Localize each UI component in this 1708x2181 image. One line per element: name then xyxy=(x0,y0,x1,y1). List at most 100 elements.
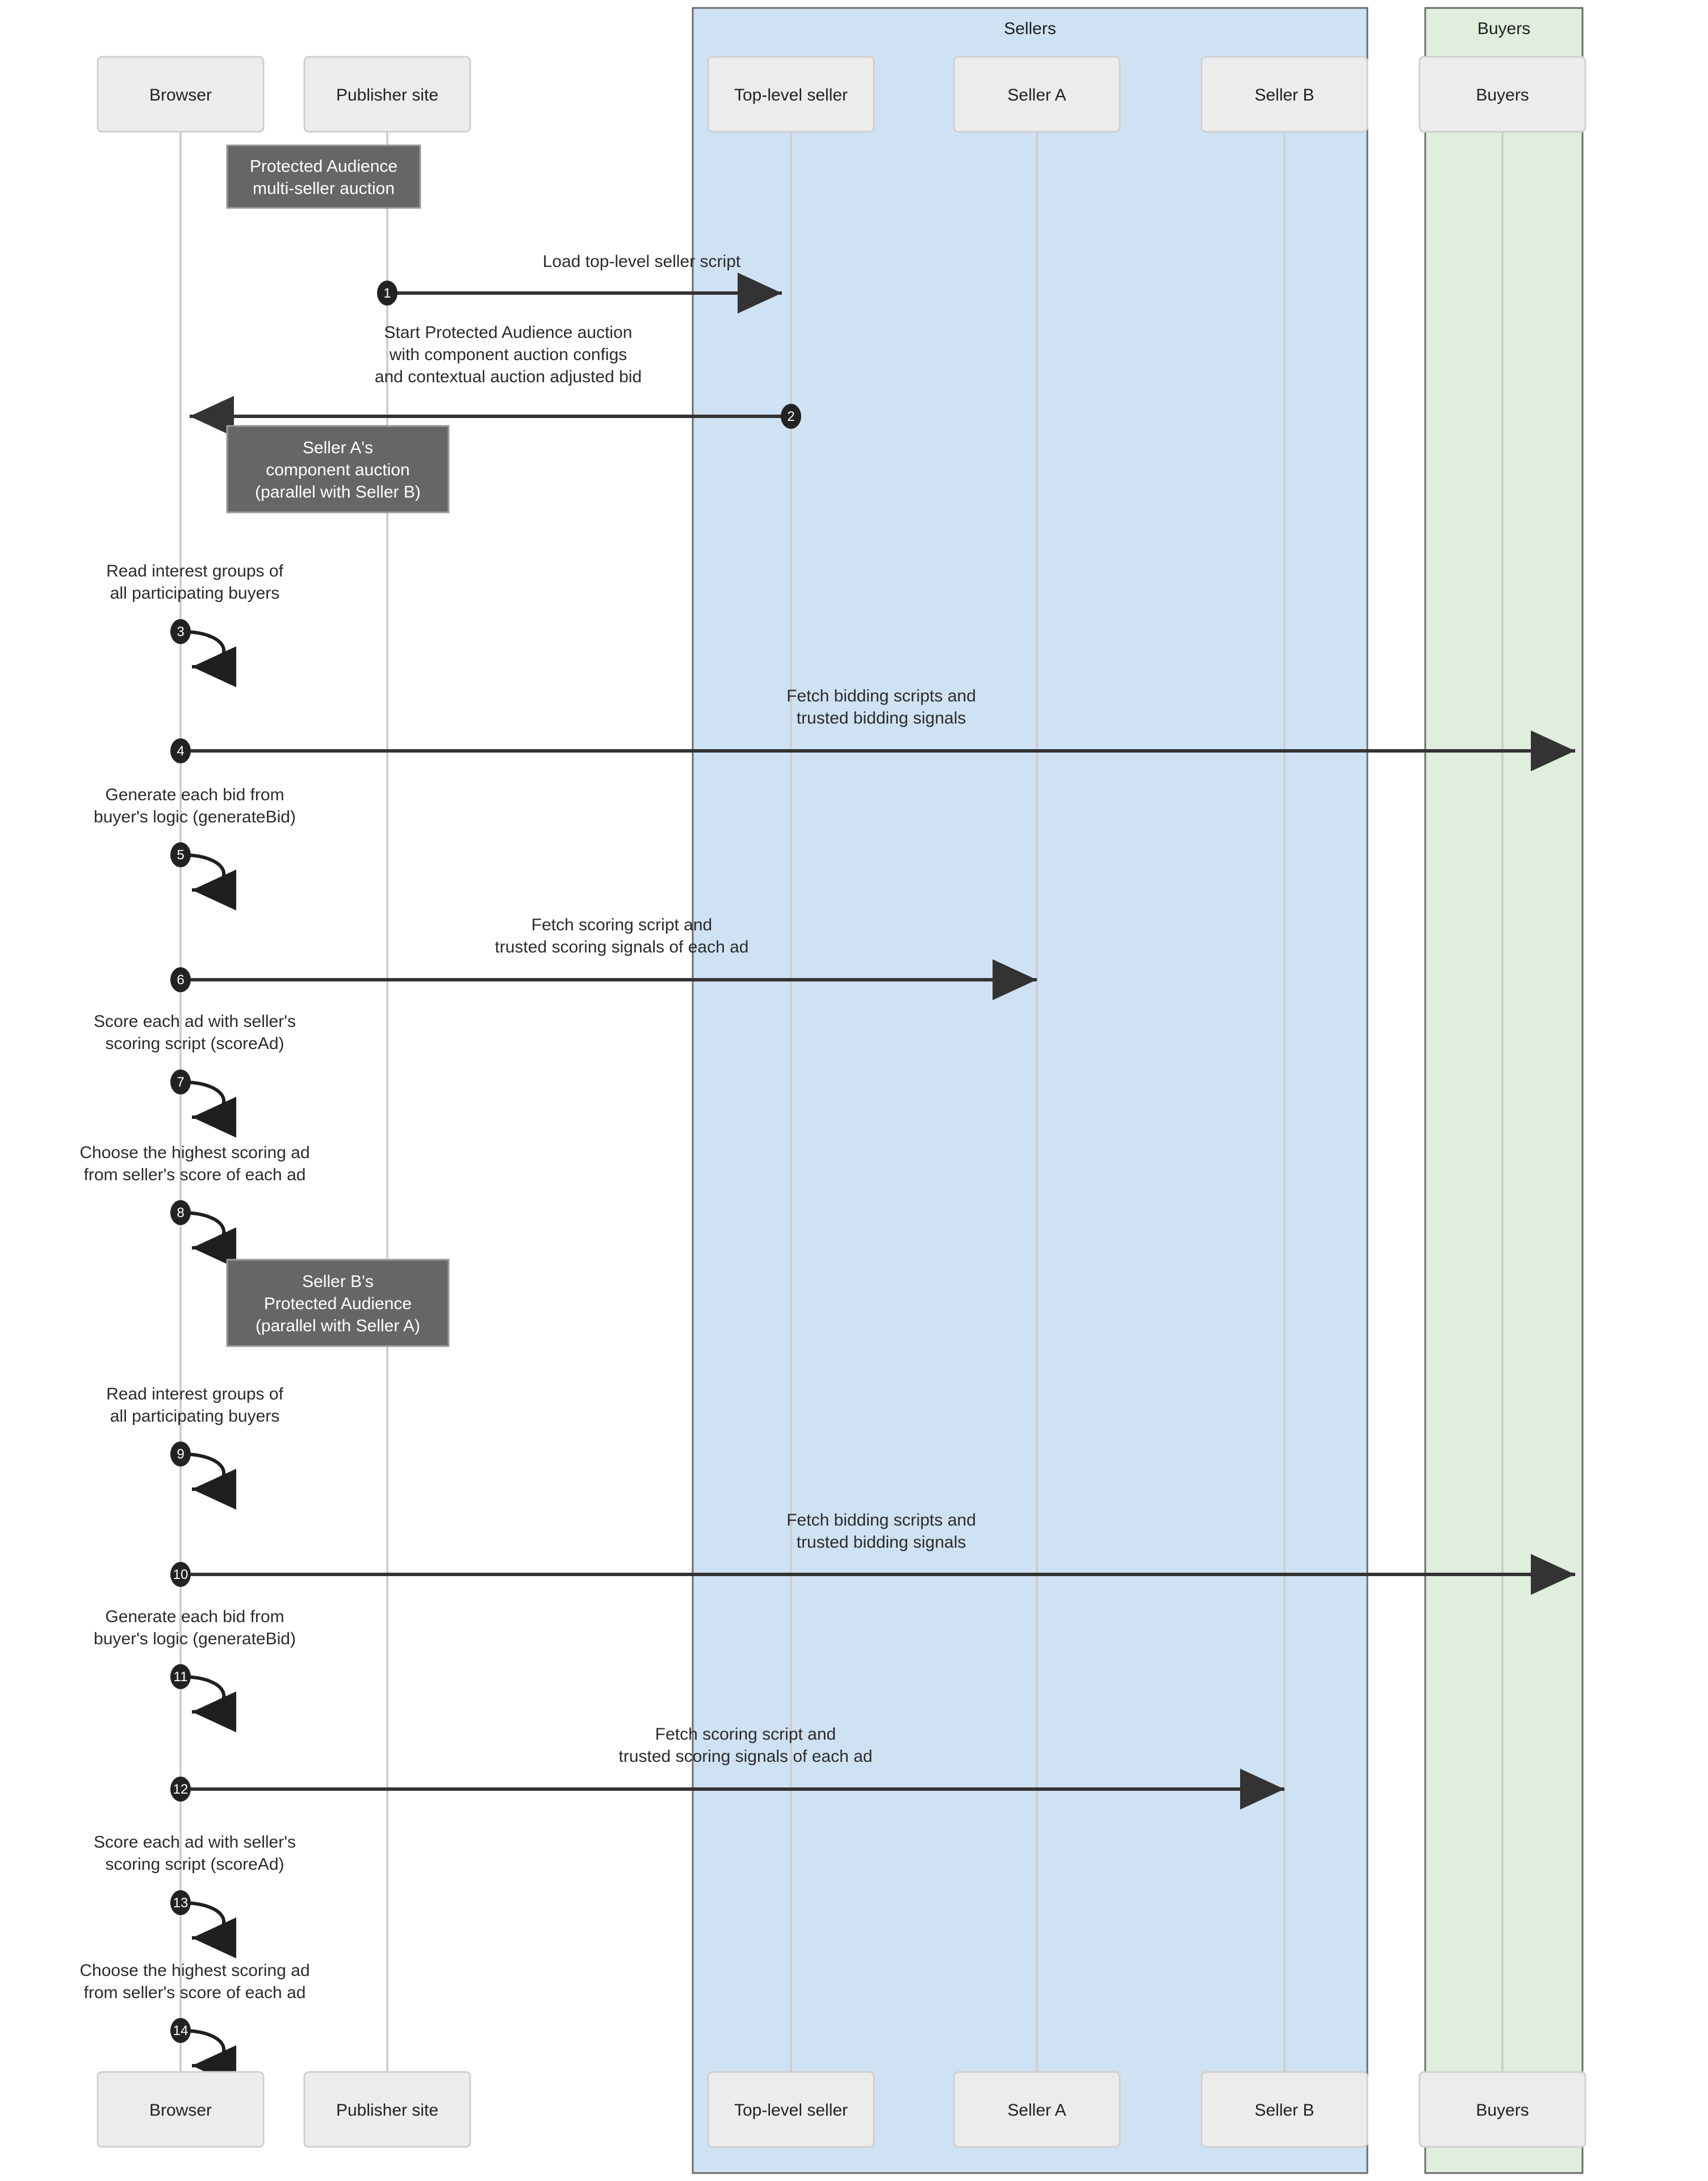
note-multiseller-auction-text: Protected Audience xyxy=(250,157,397,176)
note-seller-a-component-auction-box xyxy=(226,425,450,513)
sequence-number-3: 3 xyxy=(177,624,184,640)
message-14: Choose the highest scoring ad from seller… xyxy=(79,1961,310,2086)
actor-box-browser[interactable] xyxy=(97,56,265,133)
sequence-number-9: 9 xyxy=(177,1447,184,1462)
actor-label-seller-a: Seller A xyxy=(1007,86,1066,105)
actor-seller-a-top[interactable]: Seller A xyxy=(953,56,1121,133)
message-label-8: Choose the highest scoring ad xyxy=(79,1143,309,1162)
message-label-14: Choose the highest scoring ad xyxy=(79,1961,309,1980)
actor-browser-bottom[interactable]: Browser xyxy=(97,2071,265,2148)
actor-top-level-seller-top[interactable]: Top-level seller xyxy=(707,56,875,133)
message-label-11: buyer's logic (generateBid) xyxy=(94,1630,296,1648)
sequence-number-12: 12 xyxy=(173,1782,189,1797)
message-self-arrow-5 xyxy=(180,853,237,910)
group-label-buyers: Buyers xyxy=(1477,19,1530,38)
sequence-number-6: 6 xyxy=(177,972,184,988)
sequence-number-10: 10 xyxy=(173,1567,189,1582)
message-label-9: Read interest groups of xyxy=(106,1385,284,1403)
actor-box-top-level-seller[interactable] xyxy=(707,56,875,133)
message-label-13: scoring script (scoreAd) xyxy=(105,1855,284,1874)
actor-seller-a-bottom[interactable]: Seller A xyxy=(953,2071,1121,2148)
actor-label-seller-b: Seller B xyxy=(1254,2101,1314,2120)
message-label-10: trusted bidding signals xyxy=(797,1533,966,1552)
message-label-6: trusted scoring signals of each ad xyxy=(495,938,749,956)
actor-box-seller-b[interactable] xyxy=(1200,56,1368,133)
sequence-number-badge-14 xyxy=(170,2018,191,2043)
actor-box-seller-a[interactable] xyxy=(953,2071,1121,2148)
actor-seller-b-top[interactable]: Seller B xyxy=(1200,56,1368,133)
actor-buyers-top[interactable]: Buyers xyxy=(1418,56,1586,133)
message-label-14: from seller's score of each ad xyxy=(84,1983,306,2002)
actor-browser-top[interactable]: Browser xyxy=(97,56,265,133)
actor-box-buyers[interactable] xyxy=(1418,2071,1586,2148)
message-self-arrow-14 xyxy=(180,2029,237,2086)
notes-layer: Protected Audience multi-seller auctionSe… xyxy=(226,144,450,1347)
sequence-number-5: 5 xyxy=(177,847,184,863)
actor-publisher-top[interactable]: Publisher site xyxy=(303,56,471,133)
message-label-1: Load top-level seller script xyxy=(543,252,741,271)
actor-label-browser: Browser xyxy=(149,86,212,105)
actor-boxes-top-layer: Browser Publisher site Top-level seller Sel… xyxy=(97,56,1586,133)
message-self-arrow-13 xyxy=(180,1901,237,1958)
note-seller-a-component-auction-text: (parallel with Seller B) xyxy=(255,483,421,502)
message-label-2: and contextual auction adjusted bid xyxy=(375,367,642,386)
sequence-number-badge-7 xyxy=(170,1069,191,1094)
sequence-number-badge-9 xyxy=(170,1442,191,1466)
note-seller-b-protected-audience-text: (parallel with Seller A) xyxy=(256,1317,420,1335)
message-1: Load top-level seller script 1 xyxy=(377,252,782,314)
sequence-number-badge-8 xyxy=(170,1200,191,1225)
actor-box-seller-a[interactable] xyxy=(953,56,1121,133)
actor-label-top-level-seller: Top-level seller xyxy=(734,2101,848,2120)
actor-buyers-bottom[interactable]: Buyers xyxy=(1418,2071,1586,2148)
actor-seller-b-bottom[interactable]: Seller B xyxy=(1200,2071,1368,2148)
message-label-3: all participating buyers xyxy=(110,584,280,603)
message-13: Score each ad with seller's scoring scrip… xyxy=(94,1833,296,1958)
message-label-4: trusted bidding signals xyxy=(797,709,966,728)
group-box-buyers xyxy=(1424,7,1584,2174)
actor-publisher-bottom[interactable]: Publisher site xyxy=(303,2071,471,2148)
message-self-arrow-9 xyxy=(180,1452,237,1510)
message-label-5: buyer's logic (generateBid) xyxy=(94,808,296,826)
message-label-12: trusted scoring signals of each ad xyxy=(619,1747,873,1766)
sequence-number-7: 7 xyxy=(177,1075,184,1090)
message-label-9: all participating buyers xyxy=(110,1407,280,1426)
message-label-11: Generate each bid from xyxy=(105,1607,284,1626)
actor-label-publisher: Publisher site xyxy=(336,86,438,105)
note-multiseller-auction-box xyxy=(226,144,421,209)
message-label-2: Start Protected Audience auction xyxy=(384,323,633,342)
actor-box-seller-b[interactable] xyxy=(1200,2071,1368,2148)
sequence-number-badge-5 xyxy=(170,842,191,867)
note-seller-b-protected-audience-text: Protected Audience xyxy=(264,1294,412,1313)
actor-box-browser[interactable] xyxy=(97,2071,265,2148)
actor-box-publisher[interactable] xyxy=(303,2071,471,2148)
sequence-number-4: 4 xyxy=(177,743,184,759)
note-multiseller-auction-text: multi-seller auction xyxy=(253,179,395,198)
actor-top-level-seller-bottom[interactable]: Top-level seller xyxy=(707,2071,875,2148)
sequence-number-1: 1 xyxy=(383,286,391,301)
message-label-7: Score each ad with seller's xyxy=(94,1012,296,1031)
actor-box-publisher[interactable] xyxy=(303,56,471,133)
message-label-13: Score each ad with seller's xyxy=(94,1833,296,1852)
sequence-number-badge-2 xyxy=(781,404,801,429)
sequence-number-badge-1 xyxy=(377,281,397,306)
actor-boxes-bottom-layer: Browser Publisher site Top-level seller Sel… xyxy=(97,2071,1586,2148)
actor-box-top-level-seller[interactable] xyxy=(707,2071,875,2148)
actor-label-buyers: Buyers xyxy=(1476,2101,1529,2120)
sequence-number-11: 11 xyxy=(174,1669,188,1685)
actor-label-buyers: Buyers xyxy=(1476,86,1529,105)
message-label-2: with component auction configs xyxy=(389,345,627,364)
message-self-arrow-7 xyxy=(180,1080,237,1138)
actor-box-buyers[interactable] xyxy=(1418,56,1586,133)
